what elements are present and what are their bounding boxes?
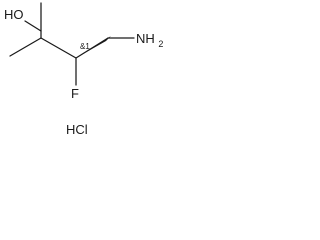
amine-subscript: 2 bbox=[158, 39, 163, 49]
hydroxyl-label: HO bbox=[4, 7, 24, 22]
bond-oh-c2 bbox=[24, 20, 42, 32]
molecule-drawing: HO F NH 2 &1 HCl bbox=[4, 2, 163, 137]
salt-label: HCl bbox=[66, 122, 88, 137]
stereo-wedge-bond bbox=[76, 36, 111, 58]
fluorine-label: F bbox=[71, 86, 79, 101]
bond-methyl-c2 bbox=[9, 37, 42, 57]
amine-label-n: NH bbox=[136, 31, 155, 46]
bond-c2-c3 bbox=[40, 37, 77, 59]
stereo-descriptor: &1 bbox=[80, 42, 90, 51]
structure-canvas: HO F NH 2 &1 HCl bbox=[0, 0, 166, 148]
amine-label: NH 2 bbox=[136, 31, 163, 49]
